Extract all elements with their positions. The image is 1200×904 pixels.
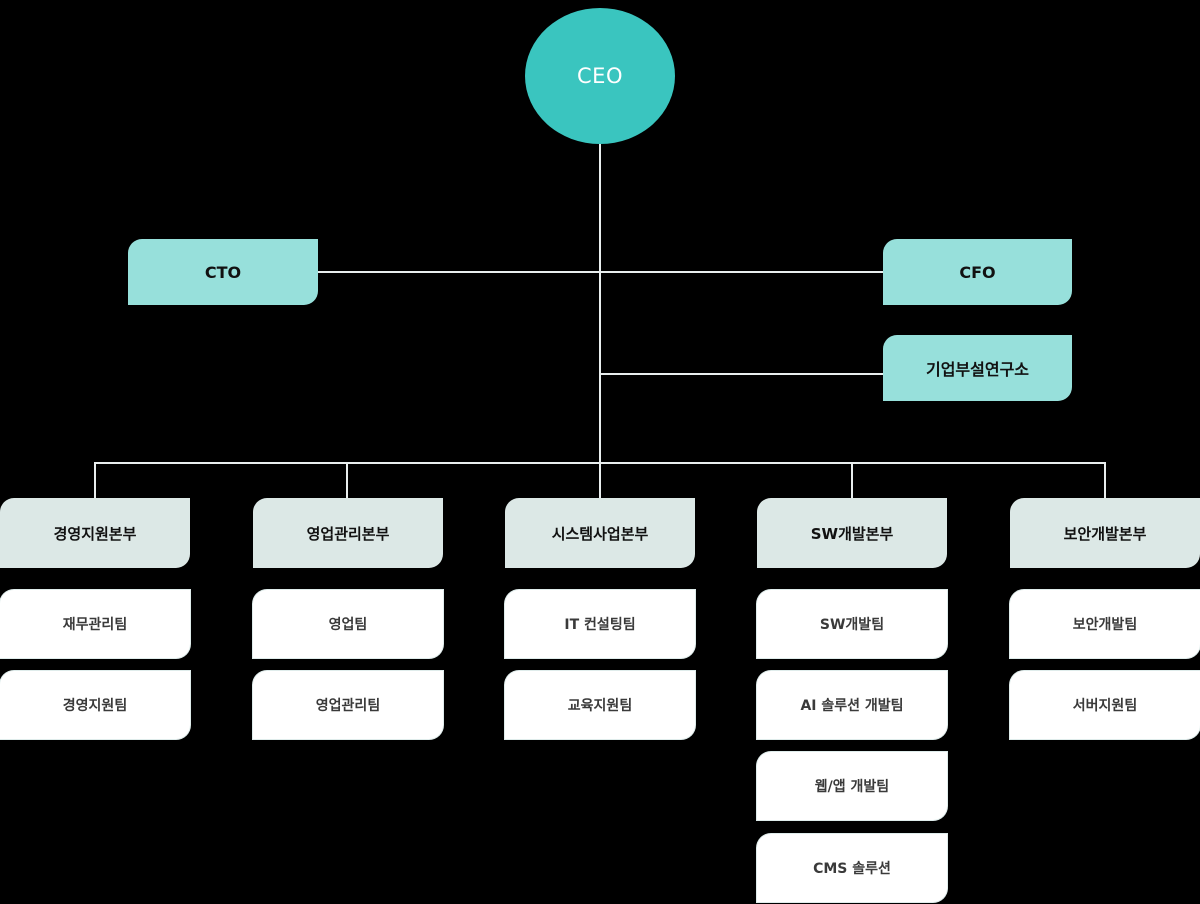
node-team-ai-solution-label: AI 솔루션 개발팀 [800, 698, 904, 714]
node-team-ai-solution[interactable]: AI 솔루션 개발팀 [757, 671, 947, 739]
node-team-sales[interactable]: 영업팀 [253, 590, 443, 658]
node-team-cms-solution[interactable]: CMS 솔루션 [757, 834, 947, 902]
node-cto-label: CTO [204, 262, 242, 282]
node-cfo[interactable]: CFO [883, 239, 1072, 305]
node-rnd-institute[interactable]: 기업부설연구소 [883, 335, 1072, 401]
node-division-management-support[interactable]: 경영지원본부 [0, 498, 190, 568]
node-division-management-support-label: 경영지원본부 [53, 524, 137, 543]
node-team-education-support[interactable]: 교육지원팀 [505, 671, 695, 739]
node-team-sales-management[interactable]: 영업관리팀 [253, 671, 443, 739]
connector-drop-division-5 [1104, 462, 1106, 498]
node-team-management-support-label: 경영지원팀 [62, 698, 128, 714]
node-division-system-business[interactable]: 시스템사업본부 [505, 498, 695, 568]
node-team-web-app[interactable]: 웹/앱 개발팀 [757, 752, 947, 820]
node-team-server-support[interactable]: 서버지원팀 [1010, 671, 1200, 739]
node-division-sales-management-label: 영업관리본부 [306, 524, 390, 543]
node-team-security-development-label: 보안개발팀 [1072, 617, 1138, 633]
connector-drop-division-3 [599, 462, 601, 498]
connector-exec-row [318, 271, 884, 273]
node-division-sw-development[interactable]: SW개발본부 [757, 498, 947, 568]
node-team-sw-development-label: SW개발팀 [819, 617, 885, 633]
node-division-sw-development-label: SW개발본부 [810, 524, 894, 543]
node-team-sw-development[interactable]: SW개발팀 [757, 590, 947, 658]
connector-ceo-trunk [599, 144, 601, 462]
node-ceo[interactable]: CEO [525, 8, 675, 144]
node-ceo-label: CEO [577, 64, 623, 88]
node-team-management-support[interactable]: 경영지원팀 [0, 671, 190, 739]
node-team-finance[interactable]: 재무관리팀 [0, 590, 190, 658]
node-cfo-label: CFO [959, 262, 996, 282]
node-team-security-development[interactable]: 보안개발팀 [1010, 590, 1200, 658]
node-team-finance-label: 재무관리팀 [62, 617, 128, 633]
connector-drop-division-1 [94, 462, 96, 498]
connector-drop-division-2 [346, 462, 348, 498]
node-division-system-business-label: 시스템사업본부 [551, 524, 649, 543]
node-division-sales-management[interactable]: 영업관리본부 [253, 498, 443, 568]
node-team-web-app-label: 웹/앱 개발팀 [814, 779, 890, 795]
node-rnd-institute-label: 기업부설연구소 [925, 360, 1030, 379]
connector-rnd [599, 373, 884, 375]
node-team-cms-solution-label: CMS 솔루션 [813, 861, 891, 877]
node-cto[interactable]: CTO [128, 239, 318, 305]
connector-drop-division-4 [851, 462, 853, 498]
node-division-security-development-label: 보안개발본부 [1063, 524, 1147, 543]
node-team-sales-management-label: 영업관리팀 [315, 698, 381, 714]
node-team-education-support-label: 교육지원팀 [567, 698, 633, 714]
node-team-server-support-label: 서버지원팀 [1072, 698, 1138, 714]
node-team-it-consulting-label: IT 컨설팅팀 [564, 617, 636, 633]
node-division-security-development[interactable]: 보안개발본부 [1010, 498, 1200, 568]
node-team-it-consulting[interactable]: IT 컨설팅팀 [505, 590, 695, 658]
node-team-sales-label: 영업팀 [328, 617, 368, 633]
